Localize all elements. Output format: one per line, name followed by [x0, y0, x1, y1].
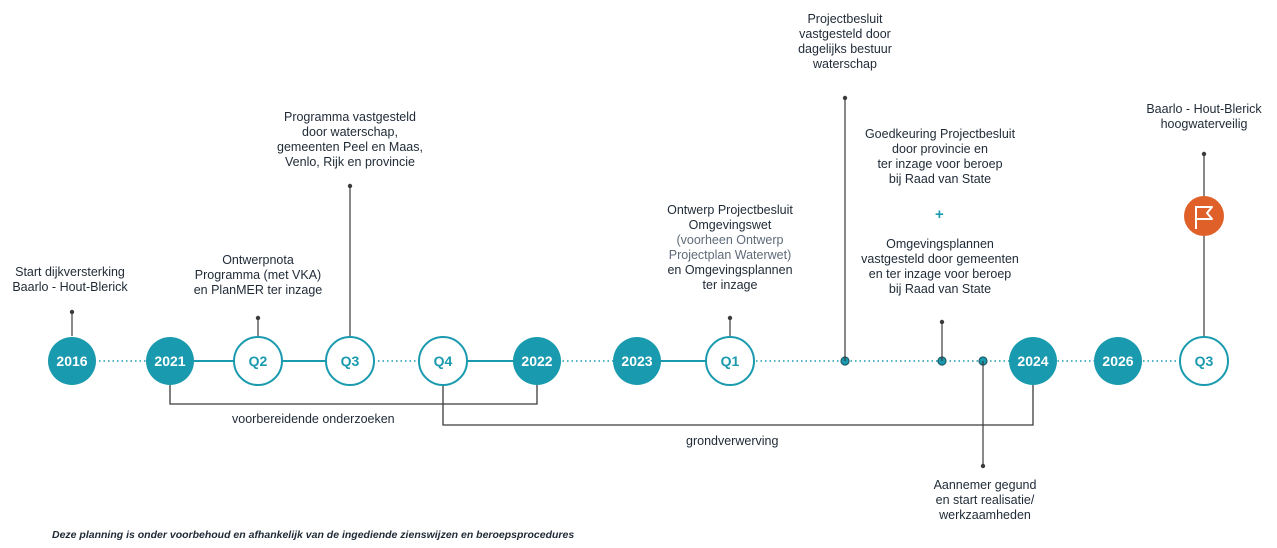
flag-marker [1184, 196, 1224, 236]
timeline-node-circle [613, 337, 661, 385]
milestone-goedkeuring-projectbesluit: Goedkeuring Projectbesluit door provinci… [850, 127, 1030, 187]
milestone-line: Goedkeuring Projectbesluit [864, 127, 1016, 141]
milestone-line: en Omgevingsplannen [667, 263, 793, 277]
timeline-node-label: Q3 [341, 353, 360, 369]
milestone-line: gemeenten Peel en Maas, [277, 140, 423, 154]
milestone-stems [69, 95, 1207, 469]
milestone-programma-vastgesteld: Programma vastgesteld door waterschap, g… [262, 110, 438, 170]
milestone-stem-dot [727, 315, 733, 321]
timeline-node-2023: 2023 [613, 337, 661, 385]
timeline-node-circle [1094, 337, 1142, 385]
milestone-projectbesluit-vastgesteld: Projectbesluit vastgesteld door dagelijk… [775, 12, 915, 72]
timeline-node-circle [1179, 336, 1229, 386]
timeline-node-label: 2016 [56, 353, 87, 369]
milestone-line: Programma vastgesteld [283, 110, 416, 124]
milestone-line: Start dijkversterking [15, 265, 125, 279]
milestone-line: door provincie en [892, 142, 988, 156]
milestone-line: Programma (met VKA) [194, 268, 322, 282]
timeline-node-circle [146, 337, 194, 385]
milestone-stem-dot [69, 309, 75, 315]
timeline-node-2022: 2022 [513, 337, 561, 385]
milestone-line: Omgevingsplannen [886, 237, 994, 251]
milestone-hoogwaterveilig: Baarlo - Hout-Blerick hoogwaterveilig [1134, 102, 1274, 132]
timeline-node-label: Q1 [721, 353, 740, 369]
timeline-node-2026: 2026 [1094, 337, 1142, 385]
milestone-line: Venlo, Rijk en provincie [285, 155, 415, 169]
timeline-node-q3: Q3 [1179, 336, 1229, 386]
timeline-node-circle [1009, 337, 1057, 385]
milestone-stem-dot [842, 95, 848, 101]
milestone-line: Omgevingswet [688, 218, 772, 232]
milestone-aannemer-gegund: Aannemer gegund en start realisatie/ wer… [915, 478, 1055, 523]
milestone-line: Projectplan Waterwet) [668, 248, 792, 262]
timeline-node-label: 2022 [521, 353, 552, 369]
milestone-line: Baarlo - Hout-Blerick [12, 280, 128, 294]
milestone-line: hoogwaterveilig [1160, 117, 1248, 131]
milestone-stem-dot [939, 319, 945, 325]
milestone-line: Ontwerpnota [222, 253, 294, 267]
timeline-node-label: 2026 [1102, 353, 1133, 369]
timeline-node-label: 2024 [1017, 353, 1048, 369]
milestone-stem-dot [347, 183, 353, 189]
milestone-start-dijkversterking: Start dijkversterking Baarlo - Hout-Bler… [2, 265, 138, 295]
milestone-line: vastgesteld door gemeenten [861, 252, 1019, 266]
milestone-line: ter inzage voor beroep [877, 157, 1003, 171]
timeline-node-2021: 2021 [146, 337, 194, 385]
milestone-line: Projectbesluit [807, 12, 883, 26]
plus-sign: + [935, 206, 944, 223]
milestone-stem-dot [255, 315, 261, 321]
timeline-node-circle [418, 336, 468, 386]
milestone-line: waterschap [813, 57, 877, 71]
timeline-node-circle [325, 336, 375, 386]
milestone-ontwerp-projectbesluit: Ontwerp Projectbesluit Omgevingswet (voo… [648, 203, 812, 293]
footnote: Deze planning is onder voorbehoud en afh… [52, 529, 575, 541]
milestone-line: dagelijks bestuur [798, 42, 892, 56]
milestone-line: Ontwerp Projectbesluit [667, 203, 793, 217]
milestone-line: en PlanMER ter inzage [193, 283, 323, 297]
milestone-line: en ter inzage voor beroep [868, 267, 1012, 281]
timeline-node-label: 2021 [154, 353, 185, 369]
timeline-node-circle [513, 337, 561, 385]
timeline-node-label: Q4 [434, 353, 453, 369]
milestone-ontwerpnota: Ontwerpnota Programma (met VKA) en PlanM… [185, 253, 331, 298]
milestone-line: Aannemer gegund [933, 478, 1037, 492]
milestone-line: vastgesteld door [799, 27, 891, 41]
period-label-grondverwerving: grondverwerving [686, 434, 779, 448]
timeline-node-label: Q2 [249, 353, 268, 369]
milestone-line: bij Raad van State [888, 172, 992, 186]
milestone-stem-dot [980, 463, 986, 469]
milestone-line: door waterschap, [302, 125, 398, 139]
timeline-node-label: Q3 [1195, 353, 1214, 369]
milestone-line: Baarlo - Hout-Blerick [1146, 102, 1262, 116]
milestone-line: ter inzage [702, 278, 758, 292]
timeline-node-label: 2023 [621, 353, 652, 369]
flag-icon [1195, 206, 1213, 229]
timeline-nodes: 2016 2021 Q2 Q3 Q4 2022 2023 Q1 2024 2026 Q3 [48, 336, 1229, 386]
period-bracket-onderzoeken [169, 380, 538, 405]
timeline-node-q2: Q2 [233, 336, 283, 386]
timeline-node-circle [233, 336, 283, 386]
timeline-node-2024: 2024 [1009, 337, 1057, 385]
milestone-line: werkzaamheden [939, 508, 1031, 522]
period-bracket-grondverwerving [442, 380, 1034, 426]
milestone-line: en start realisatie/ [935, 493, 1035, 507]
timeline-node-circle [48, 337, 96, 385]
timeline-node-circle [705, 336, 755, 386]
timeline-node-2016: 2016 [48, 337, 96, 385]
timeline-node-q4: Q4 [418, 336, 468, 386]
milestone-line: bij Raad van State [888, 282, 992, 296]
timeline-node-q1: Q1 [705, 336, 755, 386]
milestone-stem-dot [1201, 151, 1207, 157]
milestone-omgevingsplannen-vastgesteld: Omgevingsplannen vastgesteld door gemeen… [850, 237, 1030, 297]
milestone-line: (voorheen Ontwerp [676, 233, 784, 247]
period-label-onderzoeken: voorbereidende onderzoeken [232, 412, 395, 426]
timeline-node-q3: Q3 [325, 336, 375, 386]
